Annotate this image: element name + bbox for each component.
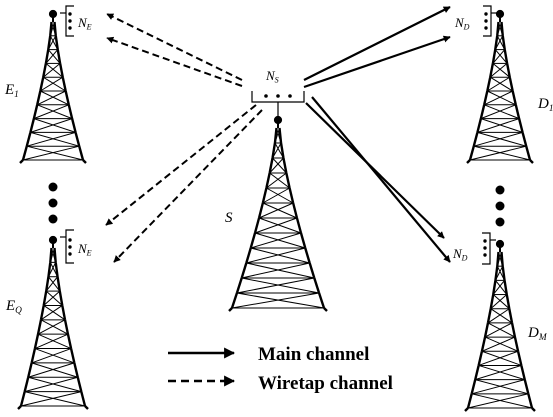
- legend-wiretap-label: Wiretap channel: [258, 373, 393, 394]
- eve-first-antenna-label: NE: [77, 15, 92, 32]
- legend: Main channel Wiretap channel: [168, 344, 393, 394]
- antenna-array-icon-eve-first: [60, 5, 74, 37]
- dest-first-antenna-label: ND: [454, 15, 470, 32]
- tower-icon-source: [228, 115, 328, 312]
- wiretap-link-e1-upper: [106, 13, 243, 81]
- legend-main-label: Main channel: [258, 344, 369, 365]
- main-link-d1-upper: [303, 6, 451, 81]
- antenna-array-icon-source: [251, 91, 305, 120]
- main-link-dm-lower: [311, 96, 451, 263]
- tower-icon-dest-last: [464, 239, 536, 412]
- eve-last-node-label: EQ: [5, 298, 22, 316]
- wiretap-link-eq-upper: [105, 104, 257, 226]
- tower-icon-dest-first: [466, 9, 534, 164]
- tower-icon-eve-first: [19, 9, 87, 164]
- eve-first-node-label: E1: [4, 82, 19, 100]
- source-node-label: S: [225, 210, 233, 226]
- wiretap-link-e1-lower: [106, 36, 243, 87]
- ellipsis-dots-icon-left: [48, 182, 58, 224]
- antenna-array-icon-dest-last: [482, 232, 496, 265]
- tower-icon-eve-last: [17, 235, 89, 410]
- eve-last-antenna-label: NE: [77, 241, 92, 258]
- ellipsis-dots-icon-right: [495, 185, 505, 227]
- main-link-d1-lower: [303, 35, 451, 89]
- dest-first-node-label: D1: [537, 96, 553, 114]
- dest-last-antenna-label: ND: [452, 246, 468, 263]
- wiretap-link-eq-lower: [113, 109, 263, 263]
- source-antenna-label: NS: [265, 68, 279, 85]
- dest-last-node-label: DM: [527, 325, 548, 343]
- main-link-dm-upper: [305, 102, 445, 239]
- antenna-array-icon-eve-last: [60, 229, 74, 264]
- antenna-array-icon-dest-first: [483, 5, 497, 37]
